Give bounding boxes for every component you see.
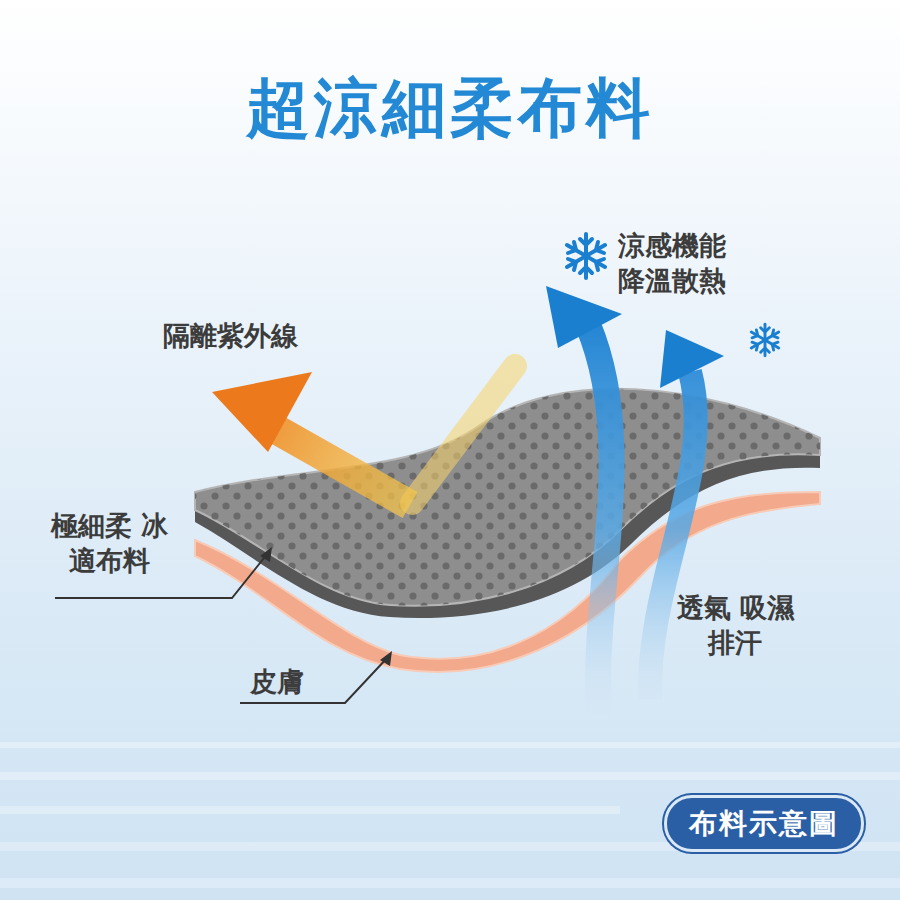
title-holder: 超涼細柔布料	[0, 70, 900, 147]
badge-text: 布料示意圖	[689, 806, 839, 841]
part-label: 極細柔 冰適布料	[46, 508, 173, 578]
airflow-arrows	[546, 286, 724, 720]
fabric-holes	[195, 389, 820, 606]
fabric-layer	[195, 389, 820, 606]
feature-label: 涼感機能 降溫散熱	[618, 228, 745, 298]
part-label: 皮膚	[250, 664, 339, 699]
title: 超涼細柔布料	[0, 70, 900, 147]
background-stripes	[0, 742, 900, 888]
leader-arrowhead	[260, 547, 392, 666]
feature-label: 隔離紫外線	[163, 318, 360, 353]
label-holder: 極細柔 冰適布料	[46, 508, 173, 578]
label-holder: 涼感機能 降溫散熱	[618, 228, 745, 298]
uv-arrow	[212, 366, 515, 505]
feature-label: 透氣 吸濕排汗	[672, 590, 799, 660]
label-holder: 皮膚	[250, 664, 339, 699]
label-holder: 隔離紫外線	[163, 318, 360, 353]
caption-badge: 布料示意圖	[664, 795, 864, 852]
label-holder: 透氣 吸濕排汗	[672, 590, 799, 660]
